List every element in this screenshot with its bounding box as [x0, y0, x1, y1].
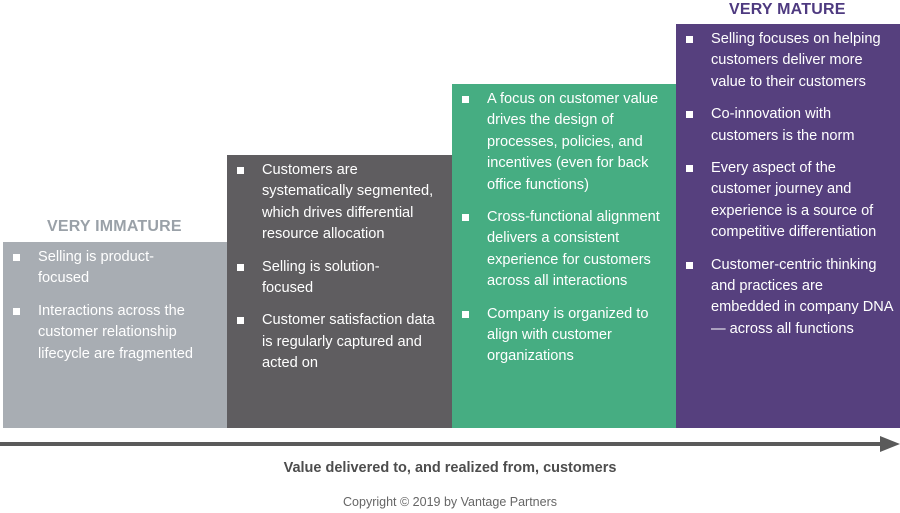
- stage-4-bullet-3: Every aspect of the customer journey and…: [684, 158, 894, 244]
- square-bullet-icon: [13, 254, 20, 261]
- stage-4-bullet-1: Selling focuses on helping customers del…: [684, 29, 894, 93]
- stage-2-bullet-3: Customer satisfaction data is regularly …: [235, 310, 446, 374]
- square-bullet-icon: [237, 167, 244, 174]
- square-bullet-icon: [686, 165, 693, 173]
- bullet-text: Co-innovation with customers is the norm: [711, 106, 855, 144]
- stage-2-bullet-2: Selling is solution-focused: [235, 257, 446, 300]
- square-bullet-icon: [462, 214, 469, 222]
- stage-2-bullet-list: Customers are systematically segmented, …: [235, 160, 446, 375]
- bullet-text: A focus on customer value drives the des…: [487, 91, 659, 193]
- maturity-stage-3: A focus on customer value drives the des…: [452, 84, 676, 428]
- square-bullet-icon: [237, 263, 244, 271]
- square-bullet-icon: [462, 310, 469, 318]
- square-bullet-icon: [237, 317, 244, 325]
- stage-3-bullet-2: Cross-functional alignment delivers a co…: [460, 207, 670, 293]
- maturity-stage-4: Selling focuses on helping customers del…: [676, 24, 900, 428]
- arrow-shaft: [0, 442, 884, 446]
- stage-1-bullet-2: Interactions across the customer relatio…: [11, 301, 221, 365]
- square-bullet-icon: [686, 111, 693, 119]
- stage-3-bullet-list: A focus on customer value drives the des…: [460, 89, 670, 368]
- square-bullet-icon: [686, 261, 693, 269]
- bullet-text: Selling is solution-focused: [262, 258, 380, 297]
- stage-3-bullet-3: Company is organized to align with custo…: [460, 304, 670, 368]
- bullet-text: Interactions across the customer relatio…: [38, 302, 193, 362]
- bullet-text: Cross-functional alignment delivers a co…: [487, 209, 660, 290]
- maturity-stage-1: Selling is product-focused Interactions …: [3, 242, 227, 428]
- square-bullet-icon: [13, 307, 20, 315]
- bullet-text: Customer-centric thinking and practices …: [711, 256, 893, 337]
- axis-caption: Value delivered to, and realized from, c…: [283, 460, 617, 476]
- very-immature-label: VERY IMMATURE: [47, 218, 182, 235]
- bullet-text: Selling focuses on helping customers del…: [711, 31, 881, 90]
- bullet-text: Every aspect of the customer journey and…: [711, 160, 877, 241]
- square-bullet-icon: [686, 36, 693, 43]
- stage-4-bullet-list: Selling focuses on helping customers del…: [684, 29, 894, 340]
- arrow-head-icon: [880, 436, 900, 452]
- bullet-text: Selling is product-focused: [38, 249, 154, 287]
- stage-3-bullet-1: A focus on customer value drives the des…: [460, 89, 670, 196]
- stage-4-bullet-2: Co-innovation with customers is the norm: [684, 104, 894, 147]
- stage-4-bullet-4: Customer-centric thinking and practices …: [684, 255, 894, 341]
- stage-1-bullet-list: Selling is product-focused Interactions …: [11, 247, 221, 365]
- bullet-text: Customers are systematically segmented, …: [262, 162, 434, 243]
- stage-2-bullet-1: Customers are systematically segmented, …: [235, 160, 446, 246]
- square-bullet-icon: [462, 96, 469, 103]
- value-arrow: [0, 436, 900, 452]
- very-mature-label: VERY MATURE: [729, 1, 846, 18]
- bullet-text: Customer satisfaction data is regularly …: [262, 312, 435, 372]
- stage-1-bullet-1: Selling is product-focused: [11, 247, 221, 290]
- maturity-stage-2: Customers are systematically segmented, …: [227, 155, 452, 428]
- copyright-notice: Copyright © 2019 by Vantage Partners: [343, 495, 557, 509]
- bullet-text: Company is organized to align with custo…: [487, 305, 649, 365]
